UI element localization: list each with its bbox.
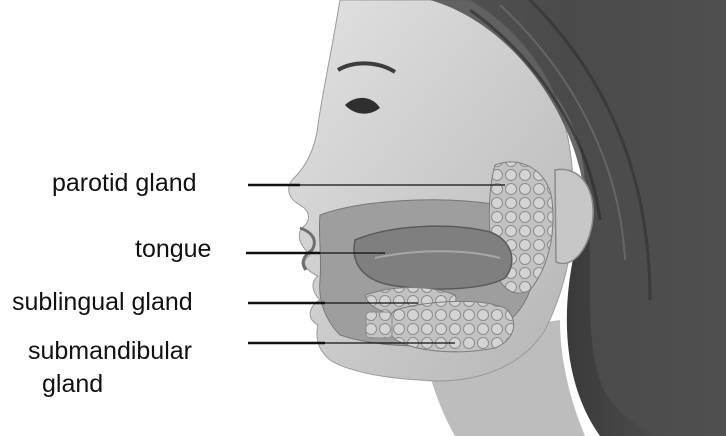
submandibular-gland-label-line1: submandibular: [28, 336, 192, 366]
tongue-label: tongue: [135, 234, 211, 264]
submandibular-gland-label-line2: gland: [42, 369, 103, 399]
sublingual-gland-label: sublingual gland: [12, 287, 193, 317]
submandibular-gland-shape: [388, 301, 514, 351]
parotid-gland-label: parotid gland: [52, 168, 197, 198]
